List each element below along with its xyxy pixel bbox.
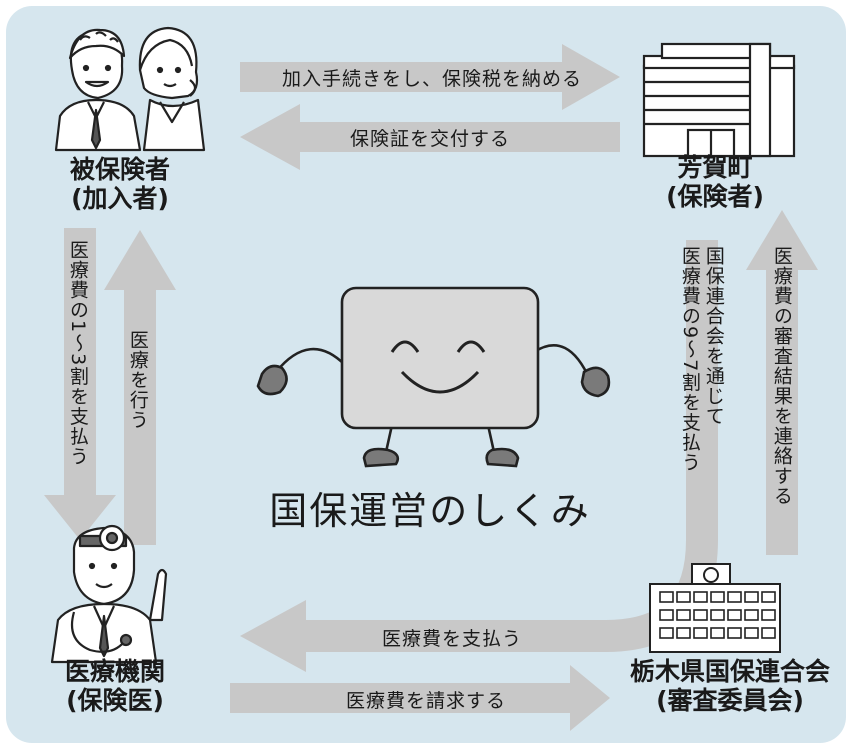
federation-building-icon <box>649 563 781 653</box>
node-insurer: 芳賀町 (保険者) <box>630 153 800 212</box>
arrow-enroll-pay-tax <box>240 44 620 110</box>
arrow-issue-card <box>240 104 620 170</box>
node-federation-role: (審査委員会) <box>656 685 804 715</box>
label-provide-care: 医療を行う <box>126 330 149 430</box>
label-pay-medical-costs: 医療費を支払う <box>382 628 523 650</box>
label-pay-remaining-line2: 医療費の9～7割を支払う <box>678 246 701 473</box>
label-pay-copay: 医療費の1～3割を支払う <box>66 240 89 467</box>
couple-illustration-icon <box>54 26 206 152</box>
node-federation-name: 栃木県国保連合会 <box>629 657 830 686</box>
node-insured-name: 被保険者 <box>69 155 170 184</box>
node-medical: 医療機関 (保険医) <box>30 657 200 716</box>
label-enroll-pay-tax: 加入手続きをし、保険税を納める <box>282 68 583 90</box>
node-insurer-name: 芳賀町 <box>677 153 753 182</box>
town-hall-building-icon <box>642 42 796 158</box>
arrow-provide-care <box>104 230 176 545</box>
label-pay-remaining-line1: 国保連合会を通じて <box>702 246 725 426</box>
node-medical-role: (保険医) <box>66 685 164 715</box>
smiling-card-mascot-icon <box>256 286 611 468</box>
label-report-review: 医療費の審査結果を連絡する <box>770 246 793 506</box>
arrow-pay-medical-costs-head <box>240 600 306 672</box>
label-claim-medical-costs: 医療費を請求する <box>346 690 507 712</box>
node-medical-name: 医療機関 <box>64 657 165 686</box>
node-federation: 栃木県国保連合会 (審査委員会) <box>610 657 850 716</box>
arrow-pay-copay <box>44 228 116 540</box>
label-issue-card: 保険証を交付する <box>350 128 511 150</box>
doctor-illustration-icon <box>50 524 168 664</box>
node-insured: 被保険者 (加入者) <box>40 155 200 214</box>
arrow-report-review <box>746 210 818 555</box>
diagram-title: 国保運営のしくみ <box>269 489 591 533</box>
arrow-claim-medical-costs <box>230 665 610 731</box>
node-insured-role: (加入者) <box>71 183 169 213</box>
node-insurer-role: (保険者) <box>666 181 764 211</box>
